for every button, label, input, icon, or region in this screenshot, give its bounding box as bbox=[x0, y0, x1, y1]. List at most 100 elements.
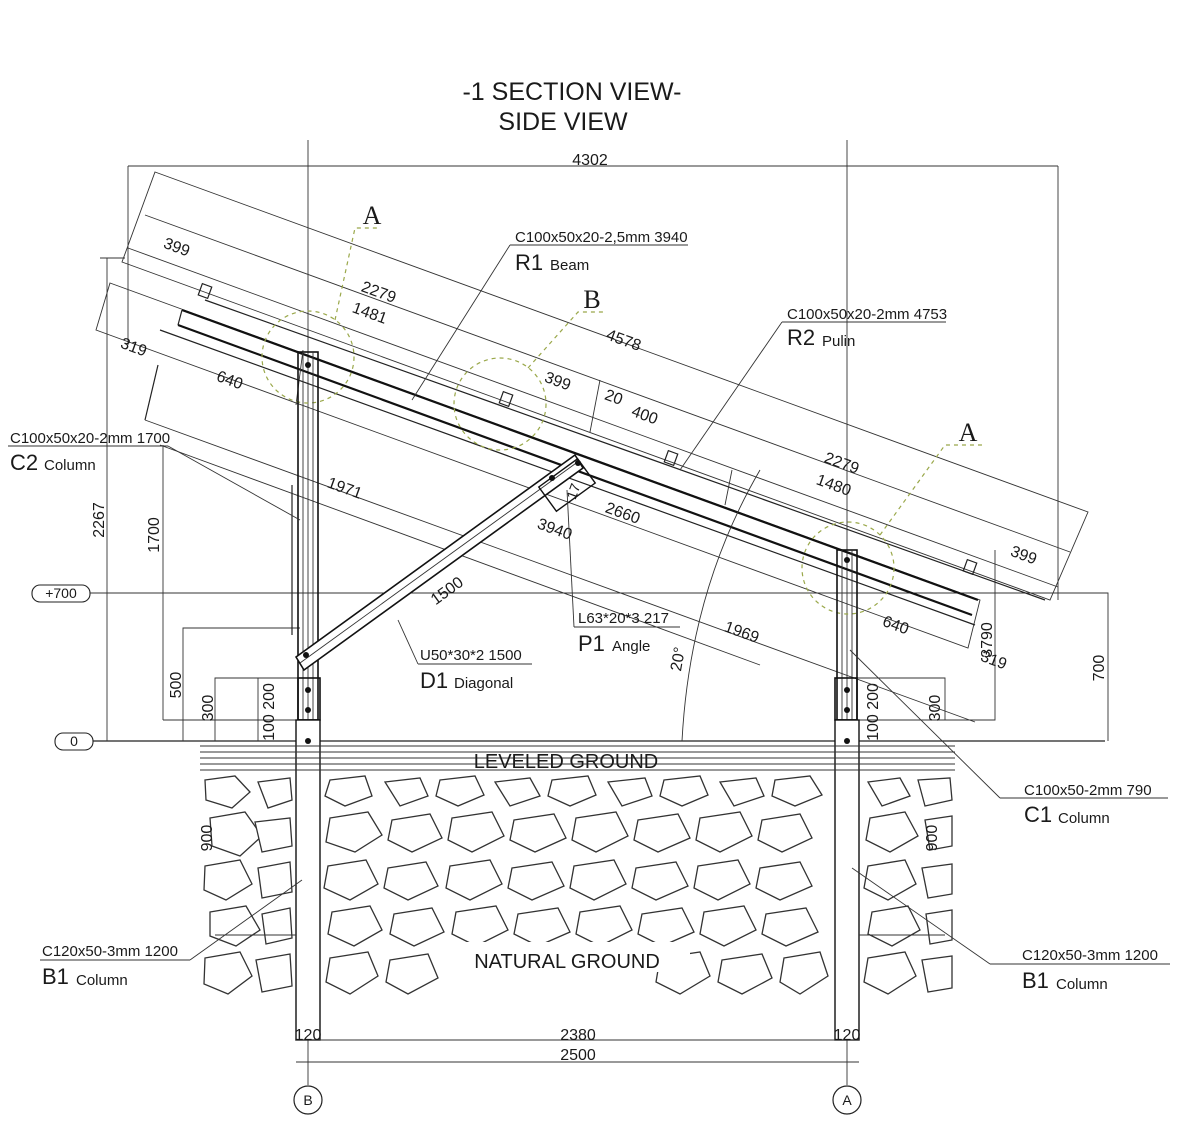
dim-upper-399: 399 bbox=[161, 235, 192, 260]
axis-bubble-a bbox=[832, 1085, 862, 1115]
p1-name: Angle bbox=[612, 638, 650, 655]
c1-name: Column bbox=[1058, 810, 1110, 827]
axis-label-a: A bbox=[842, 1092, 852, 1108]
rock-shape bbox=[255, 953, 293, 993]
rock-shape bbox=[445, 859, 503, 901]
b1-left-mark: B1 bbox=[42, 964, 69, 989]
dim-mid-400: 400 bbox=[629, 403, 660, 428]
rock-shape bbox=[761, 907, 819, 947]
rock-shape bbox=[451, 905, 509, 947]
dim-2500: 2500 bbox=[560, 1047, 596, 1064]
dim-1971: 1971 bbox=[325, 475, 364, 503]
rock-shape bbox=[631, 861, 689, 901]
rock-shape bbox=[387, 813, 443, 853]
rock-shape bbox=[324, 775, 373, 807]
purlin-clip-3 bbox=[663, 449, 679, 467]
d1-spec: U50*30*2 1500 bbox=[420, 647, 522, 664]
detail-circle-a-right bbox=[801, 521, 895, 615]
callout-p1-angle: L63*20*3 217 P1 Angle bbox=[566, 489, 680, 656]
natural-ground: NATURAL GROUND 900 900 bbox=[199, 775, 953, 995]
dim-bottom-120-right: 120 bbox=[834, 1027, 861, 1044]
dim-right-100-200: 100 200 bbox=[865, 683, 882, 741]
detail-circle-b bbox=[453, 357, 547, 451]
rock-shape bbox=[779, 951, 829, 995]
rock-shape bbox=[866, 777, 911, 807]
rock-shape bbox=[257, 861, 293, 899]
p1-spec: L63*20*3 217 bbox=[578, 610, 669, 627]
natural-ground-label: NATURAL GROUND bbox=[474, 951, 660, 973]
rock-shape bbox=[323, 859, 379, 901]
dim-mid-399: 399 bbox=[542, 369, 573, 394]
detail-circle-a-left bbox=[261, 310, 355, 404]
dim-lower-399: 399 bbox=[1008, 543, 1039, 568]
rock-shape bbox=[693, 859, 751, 901]
rock-shape bbox=[925, 909, 953, 945]
dim-4302: 4302 bbox=[572, 152, 608, 169]
angle-p1 bbox=[537, 457, 597, 513]
rock-shape bbox=[921, 863, 953, 899]
rock-shape bbox=[493, 777, 541, 807]
rock-shape bbox=[325, 811, 383, 853]
rock-shape bbox=[547, 775, 597, 807]
rock-shape bbox=[863, 859, 917, 901]
dim-500: 500 bbox=[168, 672, 185, 699]
title-line-2: SIDE VIEW bbox=[498, 108, 628, 136]
rock-shape bbox=[771, 775, 823, 807]
dim-2380: 2380 bbox=[560, 1027, 596, 1044]
purlin-clip-2 bbox=[498, 390, 514, 408]
dim-left-900: 900 bbox=[199, 825, 216, 852]
r1-mark: R1 bbox=[515, 250, 543, 275]
rock-shape bbox=[209, 905, 261, 947]
drawing-title: -1 SECTION VIEW- SIDE VIEW bbox=[462, 78, 681, 136]
rock-shape bbox=[633, 813, 691, 853]
rock-shape bbox=[435, 775, 485, 807]
rock-shape bbox=[571, 811, 629, 853]
r2-spec: C100x50x20-2mm 4753 bbox=[787, 306, 947, 323]
callout-b1-right: C120x50-3mm 1200 B1 Column bbox=[851, 867, 1170, 993]
purlin-clip-4 bbox=[962, 558, 978, 576]
rock-shape bbox=[261, 907, 293, 945]
b1-left-name: Column bbox=[76, 972, 128, 989]
rock-shape bbox=[254, 817, 293, 853]
rock-shape bbox=[575, 905, 633, 947]
p1-mark: P1 bbox=[578, 631, 605, 656]
level-markers: +700 0 bbox=[31, 584, 1108, 751]
callout-c1-column: C100x50-2mm 790 C1 Column bbox=[849, 649, 1168, 827]
base-plate-left bbox=[297, 677, 321, 721]
rock-shape bbox=[606, 777, 653, 807]
dim-upper-4578: 4578 bbox=[604, 327, 643, 355]
pile-b1-left bbox=[295, 719, 321, 1041]
bottom-dimensions: 120 2380 120 2500 bbox=[295, 1027, 861, 1064]
rock-shape bbox=[327, 905, 383, 947]
member-callouts: C100x50x20-2,5mm 3940 R1 Beam C100x50x20… bbox=[8, 229, 1170, 993]
pile-b1-right bbox=[834, 719, 860, 1041]
dim-mid-20: 20 bbox=[602, 387, 625, 409]
dim-angle-17: 17 bbox=[563, 481, 583, 501]
rock-shape bbox=[447, 811, 505, 853]
callout-r1-beam: C100x50x20-2,5mm 3940 R1 Beam bbox=[411, 229, 688, 401]
rock-shape bbox=[203, 951, 253, 995]
level-label-plus-700: +700 bbox=[45, 585, 77, 601]
b1-right-spec: C120x50-3mm 1200 bbox=[1022, 947, 1158, 964]
c2-spec: C100x50x20-2mm 1700 bbox=[10, 430, 170, 447]
b1-left-spec: C120x50-3mm 1200 bbox=[42, 943, 178, 960]
rock-shape bbox=[757, 813, 813, 853]
c1-spec: C100x50-2mm 790 bbox=[1024, 782, 1152, 799]
rock-shape bbox=[385, 953, 439, 995]
r1-spec: C100x50x20-2,5mm 3940 bbox=[515, 229, 688, 246]
rock-shape bbox=[921, 955, 953, 993]
purlin-r2 bbox=[181, 308, 979, 602]
dim-left-100-200: 100 200 bbox=[261, 683, 278, 741]
rock-shape bbox=[507, 861, 565, 901]
dim-upper-1481: 1481 bbox=[350, 300, 389, 328]
rock-shape bbox=[569, 859, 627, 901]
callout-b1-left: C120x50-3mm 1200 B1 Column bbox=[40, 879, 303, 989]
dim-right-640: 640 bbox=[880, 613, 911, 638]
dim-right-900: 900 bbox=[924, 825, 941, 852]
dim-3790: 3790 bbox=[979, 622, 996, 658]
purlin-clip-1 bbox=[197, 282, 213, 300]
rock-shape bbox=[389, 907, 445, 947]
axis-label-b: B bbox=[303, 1092, 312, 1108]
axis-bubble-b bbox=[293, 1085, 323, 1115]
